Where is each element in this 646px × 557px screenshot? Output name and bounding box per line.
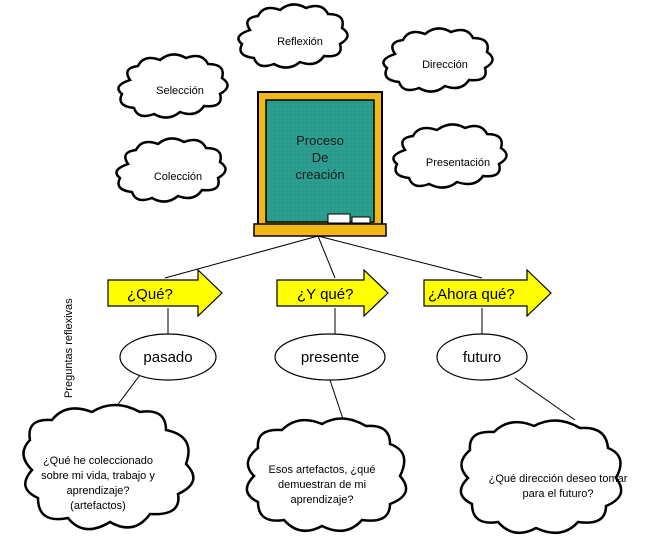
bottom-cloud-left-line-2: sobre mi vida, trabajo y: [41, 470, 155, 482]
oval-presente: presente: [274, 333, 386, 381]
oval-pasado: pasado: [119, 333, 217, 381]
bottom-cloud-left-line-3: aprendizaje?: [67, 485, 130, 497]
bottom-cloud-left-line-4: (artefactos): [70, 500, 126, 512]
cloud-coleccion-label: Colección: [154, 171, 202, 183]
chalk-stick: [351, 216, 371, 224]
arrow-y-que: ¿Y qué?: [276, 268, 389, 318]
cloud-seleccion: Selección: [117, 53, 229, 119]
bottom-cloud-left-line-1: ¿Qué he coleccionado: [43, 455, 153, 467]
cloud-seleccion-label: Selección: [156, 85, 204, 97]
cloud-reflexion-label: Reflexión: [277, 36, 323, 48]
oval-futuro: futuro: [436, 333, 528, 381]
cloud-coleccion: Colección: [115, 137, 227, 203]
cloud-presentacion-label: Presentación: [426, 157, 490, 169]
arrow-que: ¿Qué?: [107, 268, 223, 318]
arrow-ahora-que: ¿Ahora qué?: [423, 268, 552, 318]
board-line-1: Proceso: [296, 133, 344, 148]
bottom-cloud-middle: Esos artefactos, ¿qué demuestran de mi a…: [245, 417, 408, 533]
bottom-cloud-right-line-1: ¿Qué dirección deseo tomar: [489, 473, 628, 485]
connector-lines: [109, 235, 576, 426]
cloud-reflexion: Reflexión: [237, 3, 349, 69]
bottom-cloud-middle-line-2: demuestran de mi: [278, 479, 366, 491]
bottom-cloud-middle-line-3: aprendizaje?: [291, 494, 354, 506]
oval-futuro-label: futuro: [463, 349, 501, 366]
bottom-cloud-left: ¿Qué he coleccionado sobre mi vida, trab…: [22, 403, 195, 531]
cloud-presentacion: Presentación: [392, 123, 508, 189]
bottom-cloud-middle-line-1: Esos artefactos, ¿qué: [269, 464, 376, 476]
oval-presente-label: presente: [301, 349, 359, 366]
board-line-2: De: [312, 150, 329, 165]
oval-pasado-label: pasado: [143, 349, 192, 366]
cloud-direccion-label: Dirección: [422, 59, 468, 71]
board-line-3: creación: [295, 167, 344, 182]
chalk-eraser: [327, 213, 351, 224]
side-label-preguntas-reflexivas: Preguntas reflexivas: [63, 298, 75, 398]
cloud-direccion: Dirección: [382, 27, 494, 93]
bottom-cloud-right: ¿Qué dirección deseo tomar para el futur…: [459, 419, 628, 535]
arrow-y-que-label: ¿Y qué?: [297, 286, 353, 303]
chalkboard: Proceso De creación: [253, 91, 387, 237]
bottom-cloud-right-line-2: para el futuro?: [523, 488, 594, 500]
arrow-que-label: ¿Qué?: [127, 286, 173, 303]
arrow-ahora-que-label: ¿Ahora qué?: [428, 286, 515, 303]
